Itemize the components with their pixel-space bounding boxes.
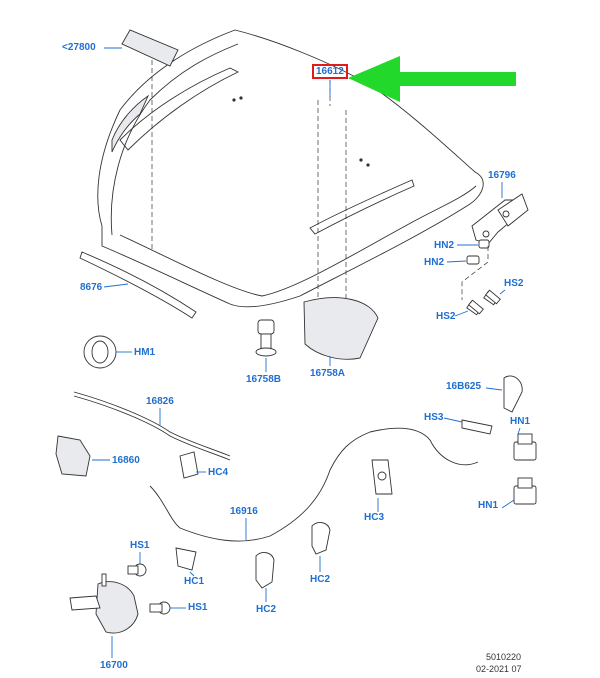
callout-16b625: 16B625	[446, 381, 482, 392]
callout-hs3: HS3	[424, 412, 444, 423]
hinge-16796	[471, 193, 529, 245]
hood-front-lip	[119, 185, 477, 297]
guide-hc3	[371, 459, 393, 495]
drawing-date: 02-2021 07	[476, 664, 522, 674]
hood-panel	[97, 29, 484, 308]
clip-hc2-b	[311, 522, 331, 555]
callout-hs1-b: HS1	[188, 602, 208, 613]
callout-hs2-a: HS2	[504, 278, 524, 289]
hood-crease-right	[309, 179, 415, 235]
callout-hn2-b: HN2	[424, 257, 445, 268]
nut-hn1-a	[513, 433, 537, 461]
panel-16758a	[303, 297, 379, 360]
callout-hc2-a: HC2	[256, 604, 277, 615]
hood-crease-left	[119, 67, 240, 151]
highlight-arrow	[348, 56, 516, 102]
callout-16758a: 16758A	[310, 368, 346, 379]
callout-16700: 16700	[100, 660, 128, 671]
callout-hn1-b: HN1	[478, 500, 499, 511]
bolt-hs2-a	[483, 289, 501, 306]
callout-16796: 16796	[488, 170, 516, 181]
drawing-number: 5010220	[486, 652, 522, 662]
callout-16860: 16860	[112, 455, 140, 466]
callout-hn1-a: HN1	[510, 416, 531, 427]
nut-hn1-b	[513, 477, 537, 505]
insulator-27800	[121, 29, 179, 67]
callout-hm1: HM1	[134, 347, 156, 358]
rod-16826	[73, 391, 231, 457]
callout-16916: 16916	[230, 506, 258, 517]
nut-hn2-b	[466, 255, 480, 265]
bolt-hs2-b	[466, 299, 484, 316]
callout-16826: 16826	[146, 396, 174, 407]
bolt-hs1-b	[149, 601, 171, 615]
bumpstop-16758b	[255, 319, 277, 357]
clip-hc4	[179, 451, 199, 479]
handle-16b625	[503, 375, 523, 413]
hood-inner-edge	[110, 43, 239, 236]
callout-hs2-b: HS2	[436, 311, 456, 322]
hood-side-flange	[111, 94, 150, 153]
bolt-hs3	[461, 419, 493, 435]
nut-hn2-a	[478, 239, 490, 249]
callout-27800: <27800	[62, 42, 96, 53]
callout-8676: 8676	[80, 282, 103, 293]
callout-hc2-b: HC2	[310, 574, 331, 585]
bracket-16860	[55, 435, 91, 477]
callout-16758b: 16758B	[246, 374, 282, 385]
bolt-hs1-a	[127, 563, 147, 577]
grommet-hm1	[83, 335, 117, 369]
latch-16700	[69, 573, 139, 634]
callout-hn2-a: HN2	[434, 240, 455, 251]
clip-hc1	[175, 547, 197, 571]
callout-hc1: HC1	[184, 576, 205, 587]
clip-hc2-a	[255, 552, 275, 589]
callout-hs1-a: HS1	[130, 540, 150, 551]
cable-16916	[149, 427, 479, 542]
callout-hc4: HC4	[208, 467, 229, 478]
callout-16612-highlighted: 16612	[312, 64, 348, 79]
weatherstrip-8676	[79, 251, 197, 319]
callout-hc3: HC3	[364, 512, 385, 523]
